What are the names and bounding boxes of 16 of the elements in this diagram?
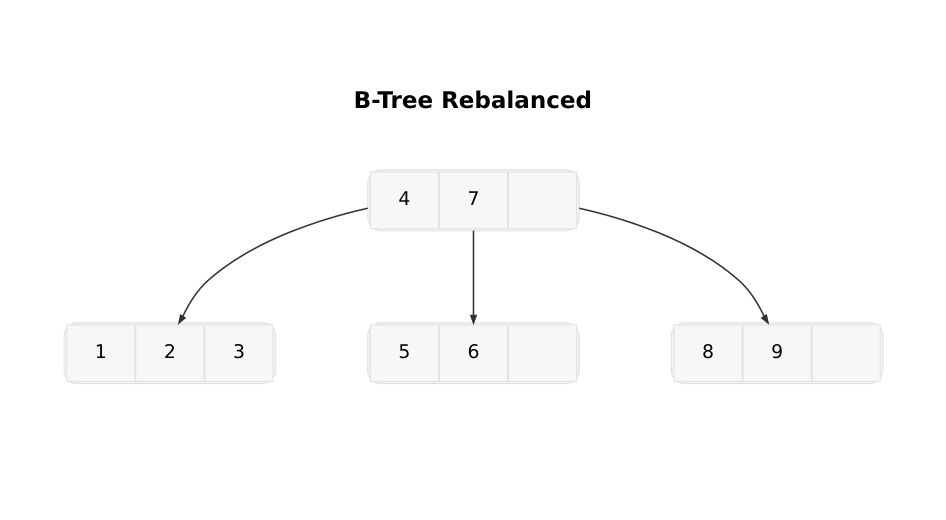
node-box [508, 324, 577, 382]
node-box: 5 [369, 324, 438, 382]
node-box: 6 [438, 324, 508, 382]
node-box [508, 172, 577, 230]
node-box: 9 [742, 324, 812, 382]
node-box: 4 [369, 172, 438, 230]
arrow [469, 230, 477, 326]
node-box: 2 [134, 324, 204, 382]
node-box [811, 324, 880, 382]
node-box: 8 [672, 324, 742, 382]
arrow [177, 207, 368, 325]
arrow [578, 207, 769, 325]
diagram-title: B-Tree Rebalanced [353, 88, 592, 114]
node-box: 3 [204, 324, 274, 382]
node-box: 1 [66, 324, 135, 382]
node-box: 7 [438, 172, 508, 230]
